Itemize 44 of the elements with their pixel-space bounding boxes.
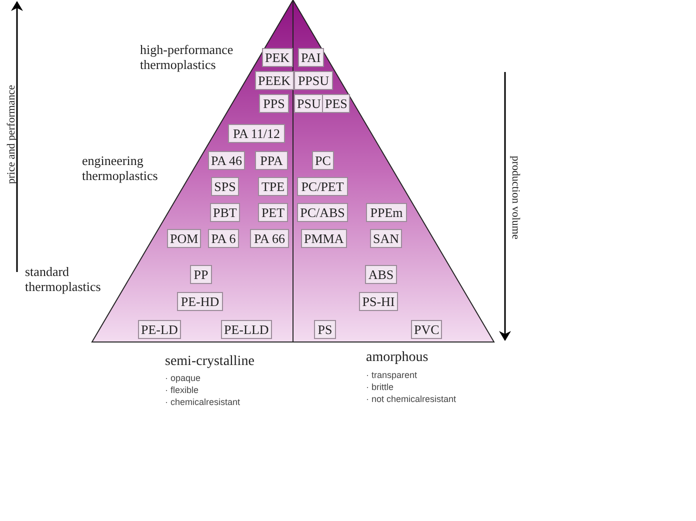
column-heading: amorphous (366, 350, 430, 365)
material-box: PA 11/12 (228, 124, 285, 143)
material-box: PVC (411, 320, 442, 339)
material-box: PPSU (294, 71, 333, 90)
material-box: PBT (210, 203, 240, 222)
axis-label: production volume (508, 154, 522, 242)
material-box: PET (258, 203, 288, 222)
material-box: PMMA (301, 229, 347, 248)
material-box: PP (190, 265, 212, 284)
material-box: PE-LLD (221, 320, 272, 339)
material-box: PE-HD (177, 292, 223, 311)
property-item: · chemicalresistant (165, 396, 242, 408)
material-box: PEEK (255, 71, 294, 90)
axis-label: price and performance (4, 84, 18, 184)
material-box: ABS (365, 265, 397, 284)
material-box: PS (314, 320, 336, 339)
property-item: · transparent (366, 369, 418, 381)
category-label: high-performance thermoplastics (140, 42, 234, 72)
material-box: PC/ABS (297, 203, 348, 222)
material-box: SAN (370, 229, 402, 248)
material-box: PA 46 (208, 151, 245, 170)
property-item: · flexible (165, 384, 200, 396)
material-box: PPEm (366, 203, 407, 222)
material-box: PAI (298, 48, 324, 67)
material-box: PC/PET (297, 177, 348, 196)
property-item: · not chemicalresistant (366, 393, 458, 405)
material-box: PS-HI (359, 292, 398, 311)
material-box: PE-LD (138, 320, 181, 339)
property-item: · opaque (165, 372, 202, 384)
material-box: SPS (211, 177, 239, 196)
property-item: · brittle (366, 381, 395, 393)
material-box: TPE (258, 177, 288, 196)
material-box: POM (167, 229, 202, 248)
material-box: PES (322, 94, 350, 113)
material-box: PPA (255, 151, 288, 170)
material-box: PA 6 (208, 229, 239, 248)
material-box: PC (312, 151, 334, 170)
category-label: standard thermoplastics (25, 264, 102, 294)
material-box: PEK (262, 48, 293, 67)
category-label: engineering thermoplastics (82, 153, 159, 183)
material-box: PPS (259, 94, 289, 113)
material-box: PSU (294, 94, 324, 113)
column-heading: semi-crystalline (165, 354, 256, 369)
material-box: PA 66 (250, 229, 289, 248)
